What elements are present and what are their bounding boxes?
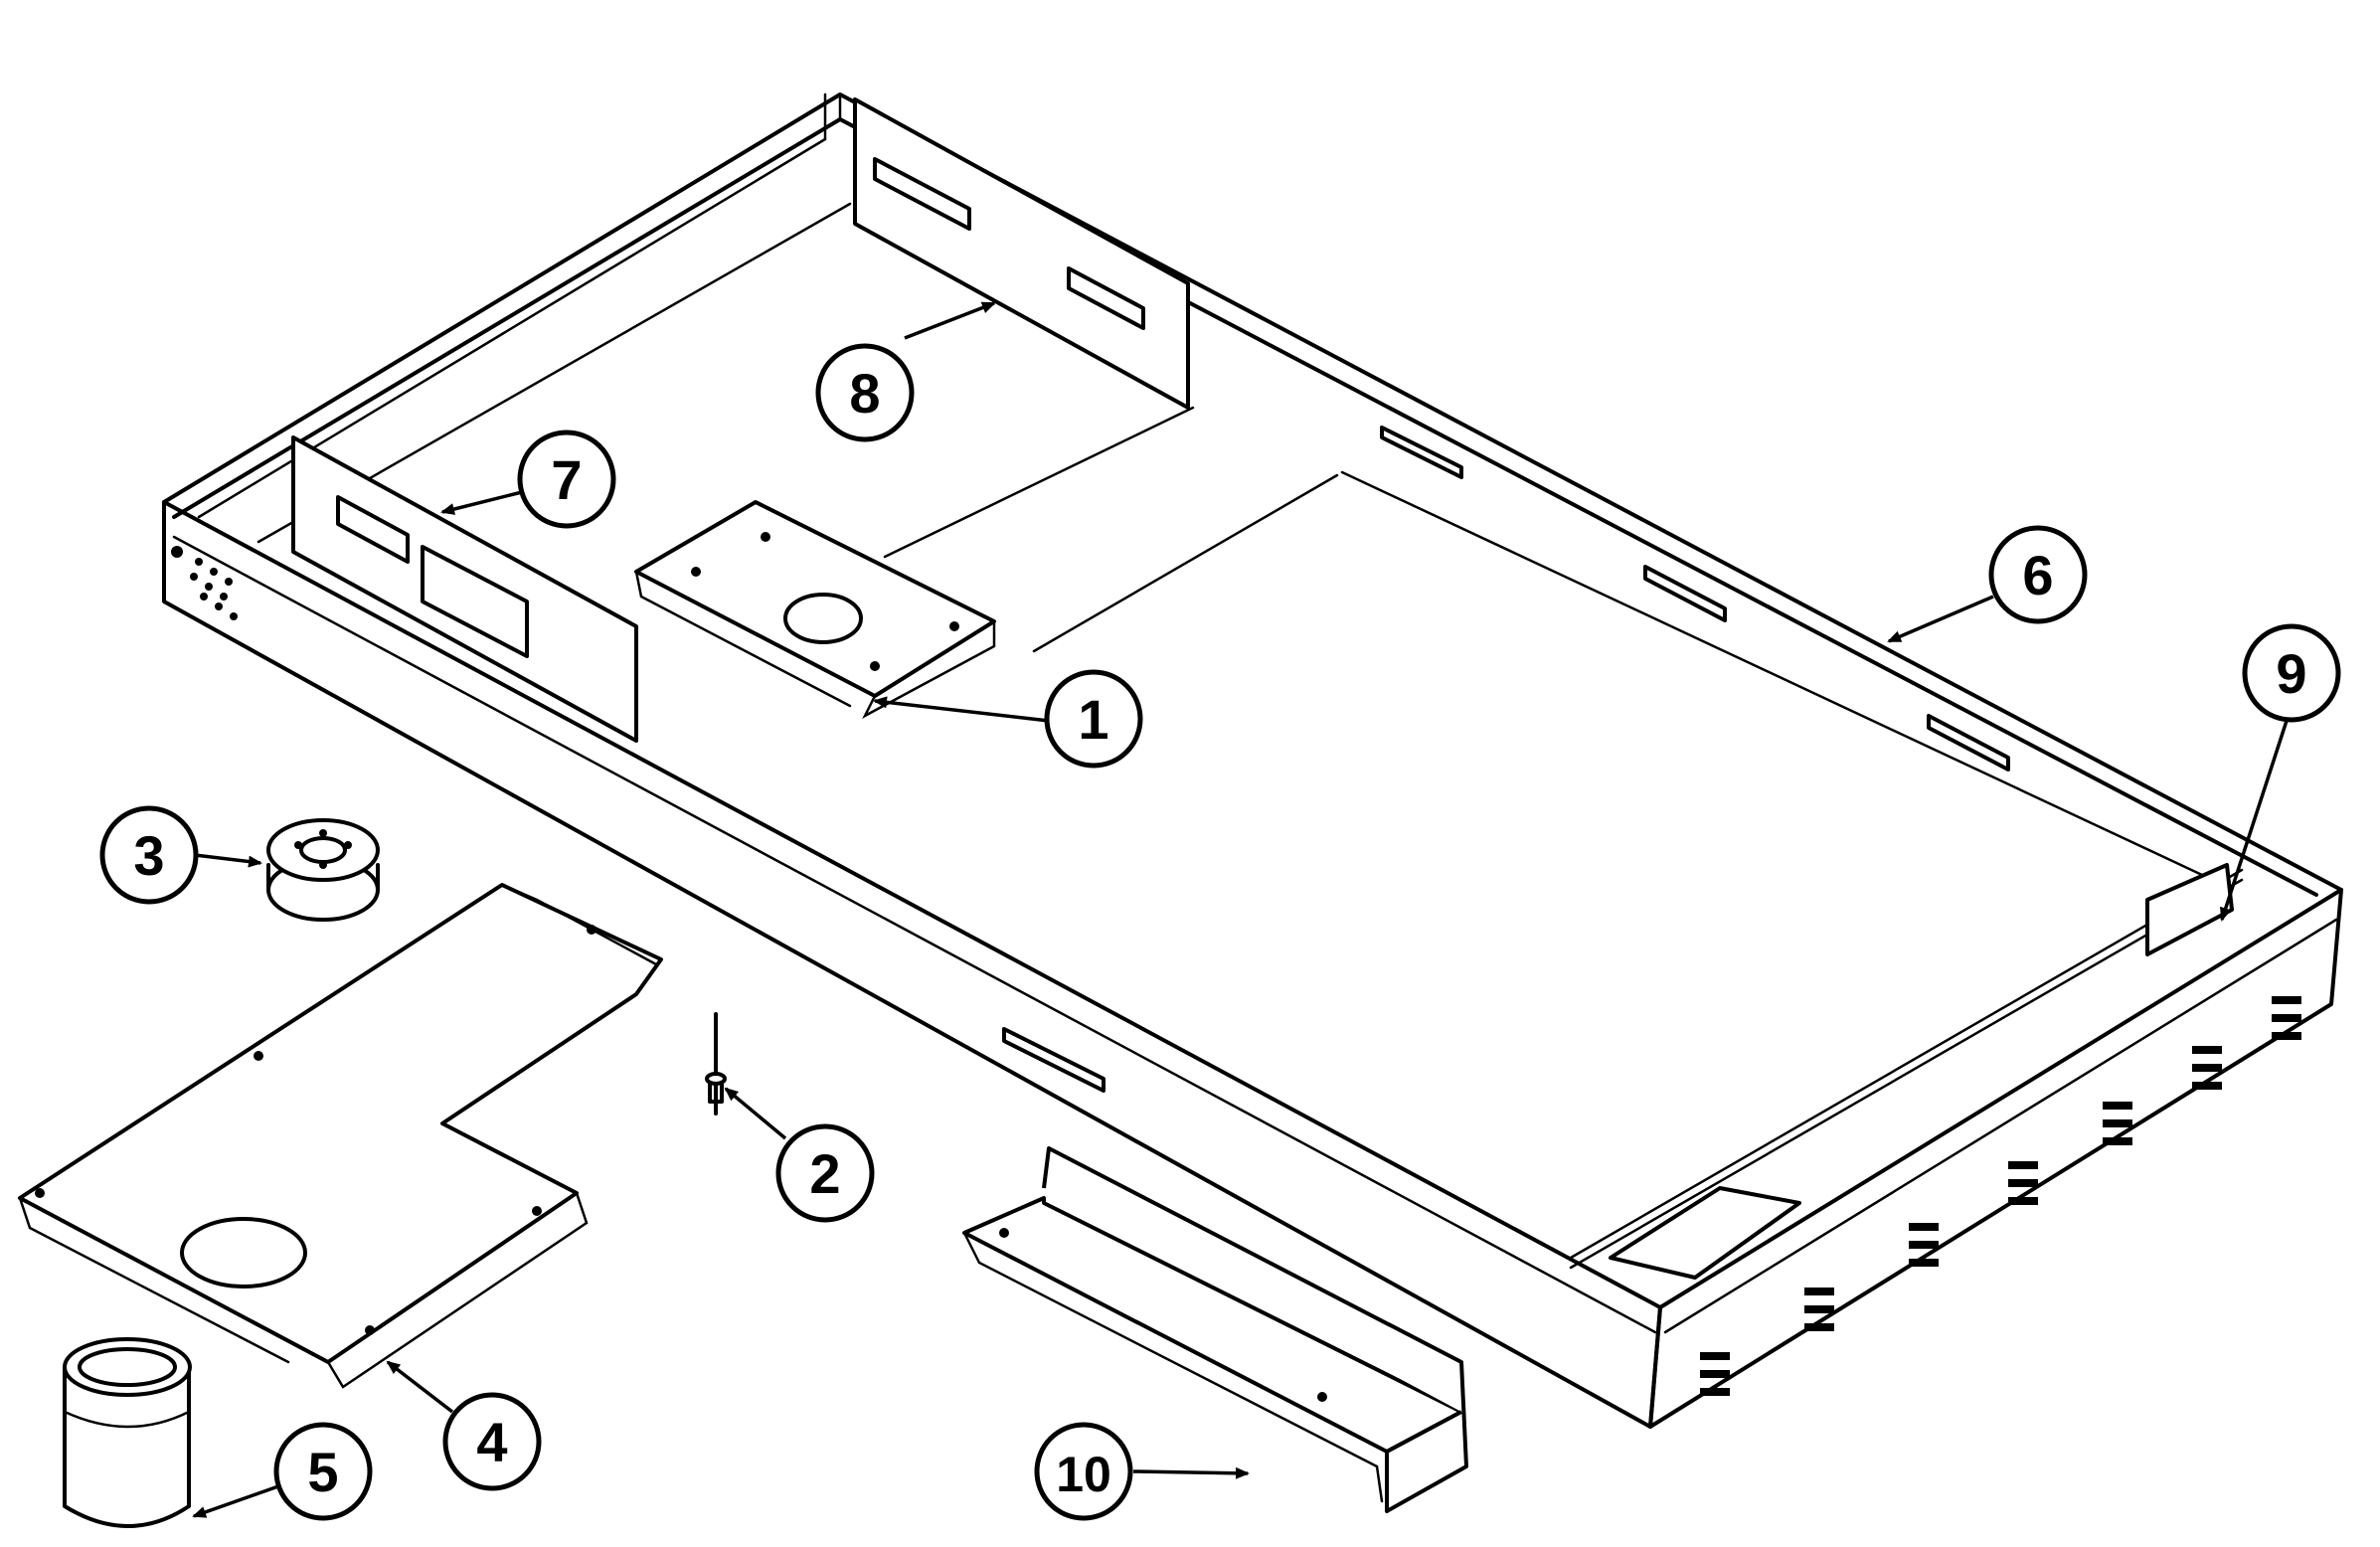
front-strip-part [2145, 863, 2234, 956]
callout-4: 4 [386, 1360, 542, 1491]
jar-part [63, 1337, 192, 1528]
callout-9: 9 [2220, 623, 2341, 922]
callout-2: 2 [724, 1087, 875, 1223]
callout-7: 7 [440, 430, 616, 529]
callout-label-4: 4 [476, 1411, 507, 1473]
callout-10: 10 [1034, 1422, 1250, 1521]
callout-label-3: 3 [133, 824, 164, 887]
callout-label-8: 8 [849, 362, 880, 425]
callout-label-5: 5 [307, 1441, 338, 1503]
callout-6: 6 [1887, 525, 2088, 643]
callout-label-7: 7 [551, 448, 582, 511]
callout-5: 5 [192, 1422, 373, 1521]
callout-label-6: 6 [2022, 544, 2053, 606]
grommet-part [266, 818, 380, 922]
channel-part [962, 1146, 1468, 1513]
callout-1: 1 [873, 669, 1143, 769]
callout-8: 8 [815, 301, 996, 442]
back-panel-part [853, 97, 1190, 410]
left-panel-part [291, 435, 638, 743]
mounting-bracket-part [634, 500, 996, 719]
rivet-part [705, 1012, 727, 1116]
callout-label-1: 1 [1078, 688, 1108, 751]
callout-label-10: 10 [1056, 1447, 1111, 1502]
perforation-dots [171, 546, 238, 620]
vent-grille [1700, 996, 2301, 1396]
callout-label-2: 2 [809, 1142, 840, 1205]
callout-label-9: 9 [2276, 642, 2306, 705]
callout-3: 3 [99, 805, 262, 905]
base-plate-part [18, 883, 663, 1389]
